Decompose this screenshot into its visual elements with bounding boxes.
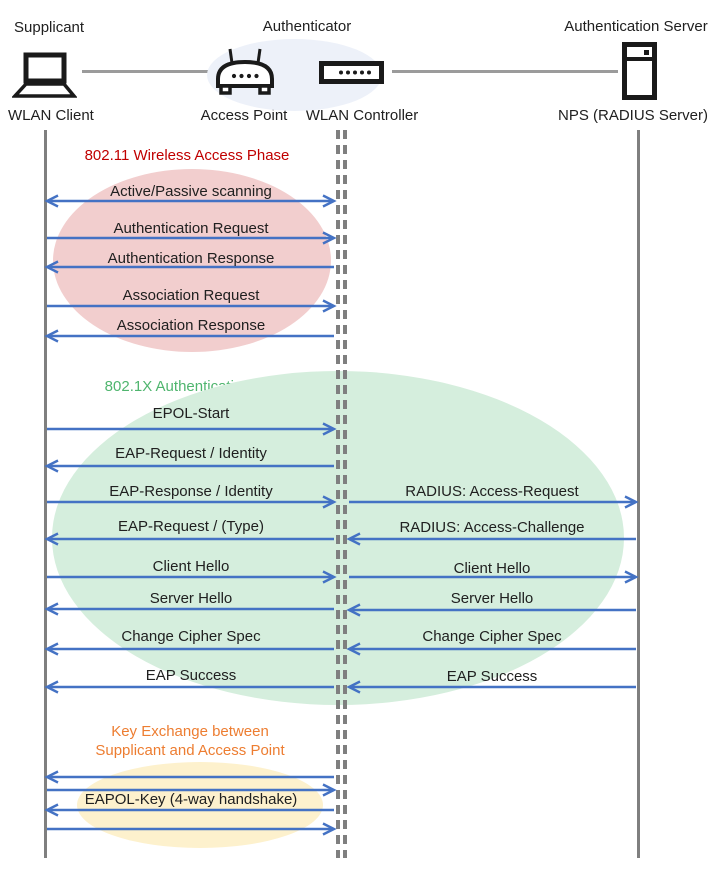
message-arrow [44, 642, 334, 656]
message-arrow [44, 194, 337, 208]
message-arrow [47, 495, 337, 509]
role-label-authentication-server: Authentication Server [564, 18, 708, 35]
message-label: EAP Success [145, 667, 237, 684]
access-point-icon [216, 48, 274, 95]
message-arrow [47, 299, 337, 313]
message-arrow [346, 680, 636, 694]
message-arrow [47, 783, 337, 797]
message-arrow [44, 329, 334, 343]
message-arrow [47, 822, 337, 836]
message-label: Active/Passive scanning [110, 183, 272, 200]
message-arrow [44, 680, 334, 694]
laptop-icon [12, 52, 77, 98]
lifeline-tunnel-right [343, 130, 347, 858]
message-arrow [44, 803, 334, 817]
device-label-access-point: Access Point [200, 107, 288, 124]
message-label: EAPOL-Key (4-way handshake) [84, 791, 298, 808]
wlan-controller-icon [319, 61, 384, 84]
phase-title-key-exchange-line2: Supplicant and Access Point [95, 742, 285, 759]
device-label-nps-radius-server: NPS (RADIUS Server) [557, 107, 709, 124]
phase-ellipse-80211 [53, 169, 331, 352]
message-arrow [349, 570, 639, 584]
message-label: Client Hello [453, 560, 531, 577]
message-label: RADIUS: Access-Request [405, 483, 579, 500]
phase-title-80211: 802.11 Wireless Access Phase [84, 147, 290, 164]
message-label: Authentication Response [107, 250, 275, 267]
server-icon [622, 42, 657, 100]
message-arrow [44, 532, 334, 546]
lifeline-tunnel-left [336, 130, 340, 858]
lifeline-supplicant [44, 130, 47, 858]
message-label: Change Cipher Spec [121, 628, 261, 645]
message-arrow [47, 570, 337, 584]
role-label-authenticator: Authenticator [262, 18, 352, 35]
message-label: EPOL-Start [152, 405, 230, 422]
message-label: EAP-Request / Identity [115, 445, 267, 462]
message-arrow [47, 422, 337, 436]
phase-title-key-exchange: Key Exchange between Supplicant and Acce… [40, 722, 340, 760]
device-label-wlan-client: WLAN Client [8, 107, 94, 124]
message-label: Server Hello [149, 590, 233, 607]
message-label: RADIUS: Access-Challenge [399, 519, 585, 536]
message-label: EAP-Request / (Type) [118, 518, 264, 535]
message-label: EAP-Response / Identity [109, 483, 273, 500]
connector-client-ap [82, 70, 210, 73]
role-label-supplicant: Supplicant [14, 19, 85, 36]
message-label: Association Request [122, 287, 260, 304]
lifeline-radius-server [637, 130, 640, 858]
message-arrow [346, 642, 636, 656]
message-label: Association Response [116, 317, 266, 334]
message-label: Server Hello [450, 590, 534, 607]
message-arrow [47, 231, 337, 245]
message-label: Authentication Request [113, 220, 269, 237]
message-label: Change Cipher Spec [422, 628, 562, 645]
message-arrow [44, 260, 334, 274]
message-arrow [346, 603, 636, 617]
message-label: EAP Success [446, 668, 538, 685]
message-arrow [44, 770, 334, 784]
phase-title-key-exchange-line1: Key Exchange between [111, 723, 269, 740]
message-arrow [44, 459, 334, 473]
device-label-wlan-controller: WLAN Controller [305, 107, 419, 124]
message-arrow [349, 495, 639, 509]
message-arrow [346, 532, 636, 546]
message-label: Client Hello [152, 558, 230, 575]
connector-controller-server [392, 70, 618, 73]
message-arrow [44, 602, 334, 616]
